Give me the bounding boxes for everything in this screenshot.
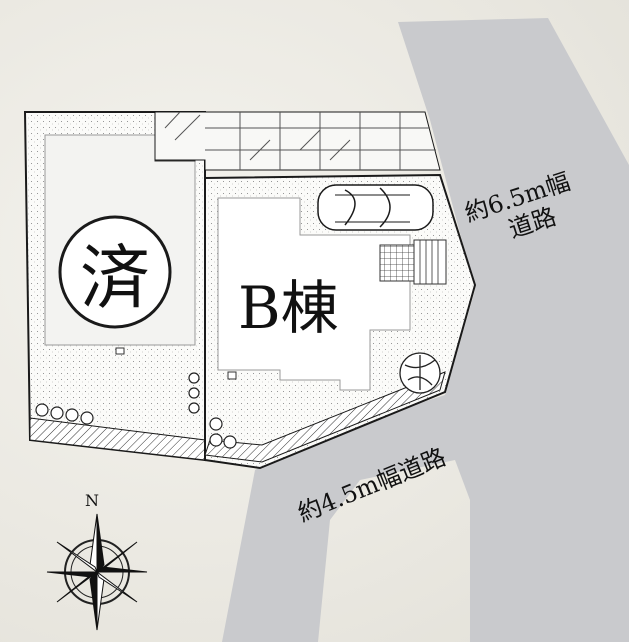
lot-b-grid-step (379, 244, 415, 282)
east-road (222, 18, 629, 642)
lot-b-meter (227, 371, 237, 380)
carport-strip (154, 111, 441, 171)
compass-rose-icon: N (46, 491, 148, 631)
compass-north-label: N (85, 491, 99, 510)
lot-sold-meter (115, 347, 125, 355)
lot-b-building (217, 197, 411, 391)
lot-sold-shrubs (35, 372, 200, 425)
lot-sold: 済 (23, 111, 206, 462)
lot-b: B棟 (204, 173, 477, 470)
roads (222, 18, 629, 642)
lot-b-label: B棟 (238, 274, 339, 342)
lot-b-shrubs (209, 417, 237, 449)
car-icon (317, 184, 434, 231)
lot-b-tree (399, 352, 441, 394)
sold-stamp-label: 済 (80, 237, 150, 319)
lot-b-entry-steps (413, 239, 447, 285)
sold-stamp-circle (58, 215, 172, 329)
